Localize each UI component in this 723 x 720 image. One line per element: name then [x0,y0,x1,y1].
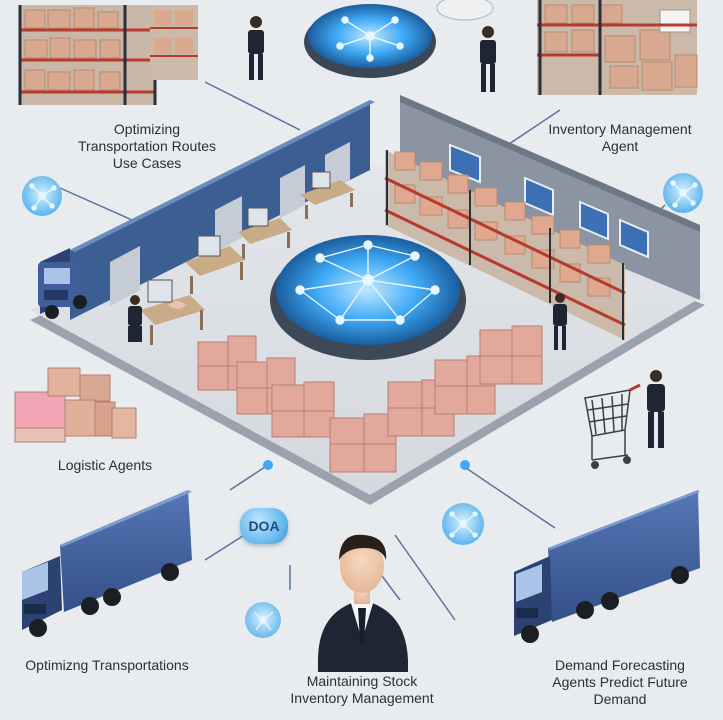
box-icon [14,367,137,443]
central-network-hub [270,235,466,360]
shopping-cart-icon [584,370,665,469]
label-line: Inventory Management [290,690,434,706]
truck-icon [38,248,87,319]
rack-center-right [384,150,626,340]
loading-dock [70,100,375,320]
workstations [128,171,355,345]
network-hub-icon [304,4,436,78]
label-line: Demand [593,691,647,707]
network-node-icon [22,176,62,216]
rack-top-left [18,5,198,105]
truck-icon [22,490,192,637]
label-inventory-agent: Inventory Management Agent [520,121,720,155]
person-icon [248,16,496,92]
network-node-icon [663,173,703,213]
label-optimizing-transportations: Optimizng Transportations [2,657,212,674]
label-line: Demand Forecasting [555,657,685,673]
person-icon [553,293,567,350]
label-line: Inventory Management [548,121,692,137]
back-wall [400,95,700,300]
rack-top-right [436,0,698,95]
label-optimizing-routes: Optimizing Transportation Routes Use Cas… [62,121,232,172]
person-icon [318,534,408,672]
label-line: Agents Predict Future [552,674,688,690]
label-demand-forecasting: Demand Forecasting Agents Predict Future… [520,657,720,708]
label-line: Agent [601,138,639,154]
label-line: Maintaining Stock [306,673,418,689]
truck-icon [514,490,700,643]
box-icon [197,325,543,473]
label-line: Optimizng Transportations [25,657,189,673]
label-line: Logistic Agents [57,457,153,473]
network-node-icon [245,602,281,638]
label-line: Optimizing [113,121,181,137]
label-logistic-agents: Logistic Agents [30,457,180,474]
label-line: Transportation Routes [78,138,216,154]
network-node-icon [442,503,484,545]
label-maintaining-stock: Maintaining Stock Inventory Management [262,673,462,707]
label-line: Use Cases [112,155,182,171]
doa-badge: DOA [240,508,288,544]
connector-dots [263,460,470,470]
